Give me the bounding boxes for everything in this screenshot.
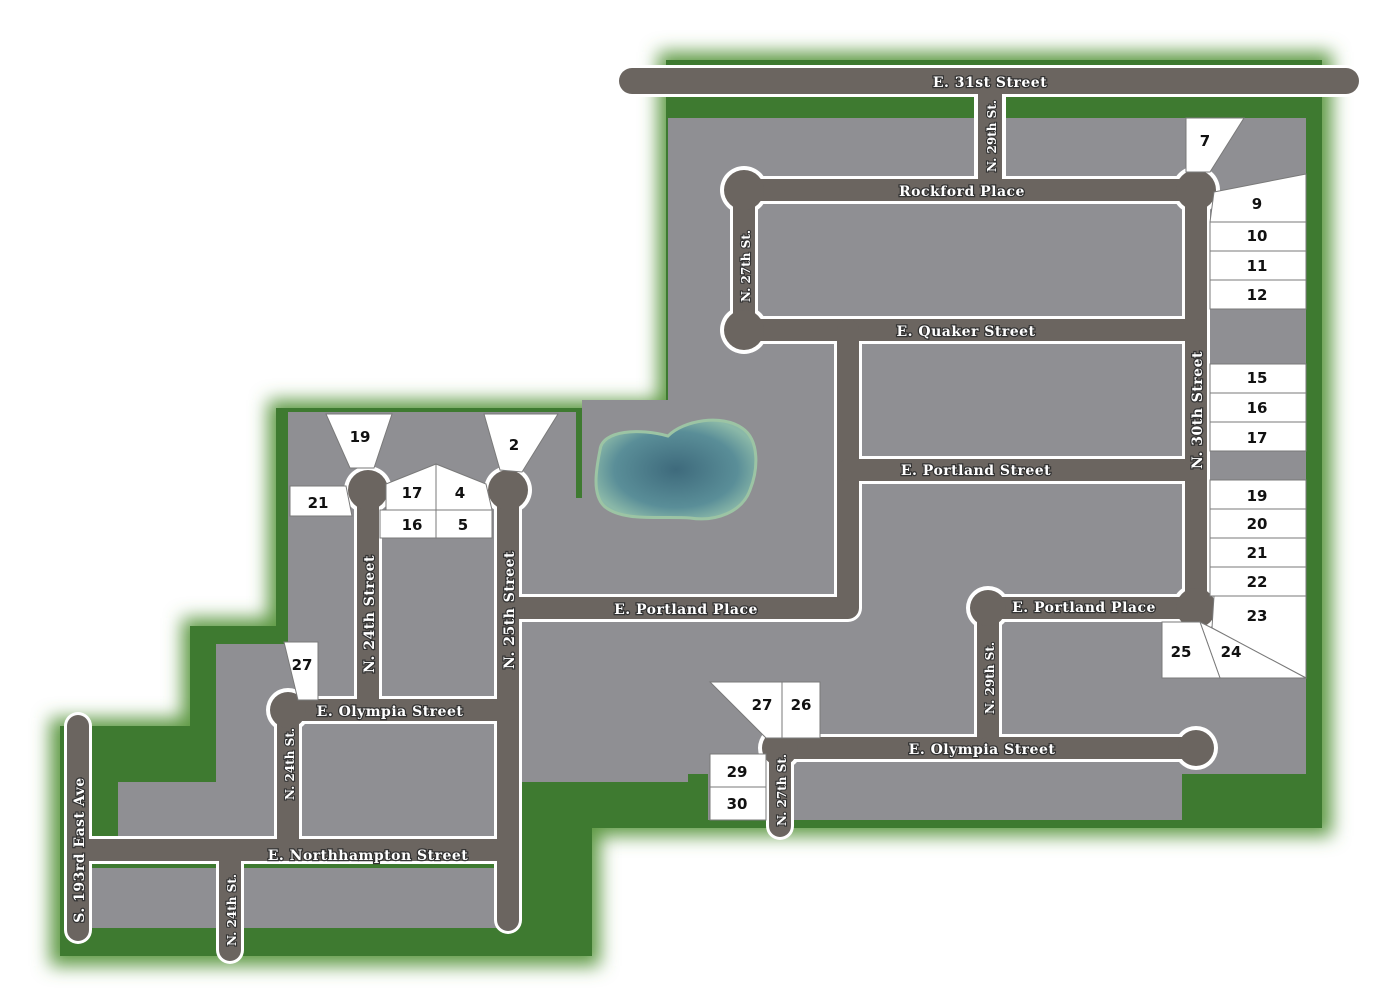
e-olympia-street-west-label: E. Olympia Street xyxy=(317,704,464,720)
lot-23-label: 23 xyxy=(1247,607,1268,625)
e-portland-place-west-label: E. Portland Place xyxy=(614,602,758,618)
s-193rd-east-ave-label: S. 193rd East Ave xyxy=(72,777,88,922)
lot-27-west[interactable] xyxy=(283,641,319,701)
block-south-west xyxy=(92,868,502,928)
lot-30[interactable] xyxy=(709,786,767,821)
e-quaker-street-label: E. Quaker Street xyxy=(897,324,1036,340)
e-31st-street-label: E. 31st Street xyxy=(933,75,1047,91)
lot-11[interactable] xyxy=(1209,250,1307,281)
lot-17-east[interactable] xyxy=(1209,421,1307,452)
lot-2[interactable] xyxy=(483,413,559,473)
lot-15-label: 15 xyxy=(1247,369,1268,387)
rockford-place-label: Rockford Place xyxy=(899,184,1025,200)
lot-21-west-label: 21 xyxy=(308,494,329,512)
lot-19-east[interactable] xyxy=(1209,479,1307,510)
e-olympia-street-east-label: E. Olympia Street xyxy=(909,742,1056,758)
lot-21-east[interactable] xyxy=(1209,537,1307,568)
lot-9-label: 9 xyxy=(1252,195,1262,213)
lot-10[interactable] xyxy=(1209,221,1307,252)
lot-12[interactable] xyxy=(1209,279,1307,310)
lot-16-label: 16 xyxy=(1247,399,1268,417)
lot-19-west-label: 19 xyxy=(350,428,371,446)
lot-19-west[interactable] xyxy=(325,413,393,469)
lot-21-west[interactable] xyxy=(289,485,353,517)
lot-25[interactable] xyxy=(1161,621,1221,679)
n-25th-street-label: N. 25th Street xyxy=(502,551,518,669)
lot-22-label: 22 xyxy=(1247,573,1268,591)
roads xyxy=(64,65,1362,964)
lot-22[interactable] xyxy=(1209,566,1307,597)
lot-16[interactable] xyxy=(1209,392,1307,423)
lot-30-label: 30 xyxy=(727,795,748,813)
lot-5-label: 5 xyxy=(458,516,468,534)
street-labels: E. 31st Street N. 29th St. Rockford Plac… xyxy=(71,74,1208,947)
n-24th-st-south-label: N. 24th St. xyxy=(225,874,239,946)
lot-29[interactable] xyxy=(709,753,767,788)
lot-20[interactable] xyxy=(1209,508,1307,539)
lot-17-east-label: 17 xyxy=(1247,429,1268,447)
e-portland-street-label: E. Portland Street xyxy=(901,463,1051,479)
lot-numbers: 7 9 10 11 12 15 16 17 19 20 21 22 23 24 … xyxy=(292,132,1268,813)
lot-2-label: 2 xyxy=(509,436,519,454)
lot-27-west-label: 27 xyxy=(292,656,313,674)
lot-26-label: 26 xyxy=(791,696,812,714)
n-27th-st-south-label: N. 27th St. xyxy=(775,754,789,826)
lot-16-west-label: 16 xyxy=(402,516,423,534)
lot-27-east-label: 27 xyxy=(752,696,773,714)
lot-19-east-label: 19 xyxy=(1247,487,1268,505)
n-29th-st-north-label: N. 29th St. xyxy=(985,100,999,172)
pond xyxy=(594,418,758,521)
lot-4-label: 4 xyxy=(455,484,465,502)
n-29th-st-south-label: N. 29th St. xyxy=(983,642,997,714)
n-24th-st-short-label: N. 24th St. xyxy=(283,728,297,800)
n-24th-street-label: N. 24th Street xyxy=(362,555,378,673)
n-30th-street-label: N. 30th Street xyxy=(1190,351,1206,469)
e-northhampton-street-label: E. Northhampton Street xyxy=(268,848,469,864)
lot-25-label: 25 xyxy=(1171,643,1192,661)
lot-12-label: 12 xyxy=(1247,286,1268,304)
lot-7[interactable] xyxy=(1185,117,1245,173)
lot-11-label: 11 xyxy=(1247,257,1268,275)
lot-10-label: 10 xyxy=(1247,227,1268,245)
lots xyxy=(283,117,1307,821)
lot-15[interactable] xyxy=(1209,363,1307,394)
lot-17-west-label: 17 xyxy=(402,484,423,502)
lot-29-label: 29 xyxy=(727,763,748,781)
lot-7-label: 7 xyxy=(1200,132,1210,150)
n-27th-st-north-label: N. 27th St. xyxy=(739,230,753,302)
lot-26[interactable] xyxy=(781,681,821,739)
lot-5[interactable] xyxy=(435,509,493,539)
lot-24-label: 24 xyxy=(1221,643,1242,661)
e-portland-place-east-label: E. Portland Place xyxy=(1012,600,1156,616)
lot-21-east-label: 21 xyxy=(1247,544,1268,562)
lot-20-label: 20 xyxy=(1247,515,1268,533)
